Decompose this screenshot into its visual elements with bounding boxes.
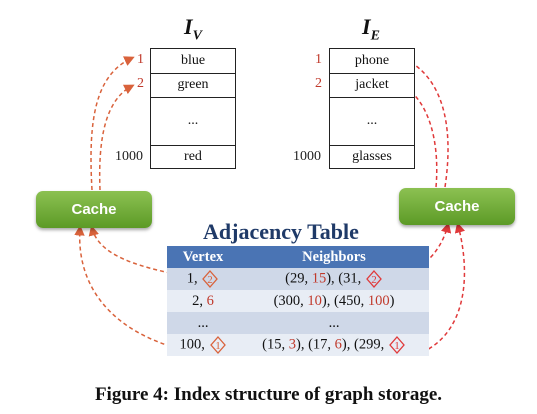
ie-row-1: phone	[330, 49, 414, 74]
neighbors-cell: (29, 15), (31, 2	[239, 268, 429, 290]
header-neighbors: Neighbors	[239, 246, 429, 268]
adjacency-table: Vertex Neighbors 1, 2 (29, 15), (31, 2 2…	[167, 246, 429, 356]
vertex-cell: 100, 1	[167, 334, 239, 356]
vertex-ref-text: 1	[215, 340, 221, 352]
neighbor-ref-text: 1	[394, 340, 400, 352]
adjacency-title: Adjacency Table	[203, 219, 359, 244]
header-vertex: Vertex	[167, 246, 239, 268]
table-row: 2, 6 (300, 10), (450, 100)	[167, 290, 429, 312]
arrow-row4-to-cache-right	[415, 222, 466, 356]
iv-index-box: blue green ... red	[150, 48, 236, 169]
iv-id-1: 1	[137, 52, 144, 67]
diamond-marker-icon: 2	[202, 270, 219, 288]
ie-id-1: 1	[315, 52, 322, 67]
neighbors-cell: ...	[239, 312, 429, 334]
neighbors-cell: (300, 10), (450, 100)	[239, 290, 429, 312]
table-row: 1, 2 (29, 15), (31, 2	[167, 268, 429, 290]
ie-id-1000: 1000	[293, 149, 321, 164]
ie-row-ellipsis: ...	[330, 97, 414, 146]
ie-row-2: jacket	[330, 73, 414, 98]
iv-row-ellipsis: ...	[151, 97, 235, 146]
vertex-cell: 2, 6	[167, 290, 239, 312]
ie-index-box: phone jacket ... glasses	[329, 48, 415, 169]
figure-caption: Figure 4: Index structure of graph stora…	[94, 384, 443, 405]
iv-title: IV	[184, 14, 202, 44]
iv-row-1: blue	[151, 49, 235, 74]
arrow-cache-to-iv-2	[98, 84, 135, 191]
arrow-cache-to-ie-1	[400, 56, 449, 188]
diamond-marker-icon: 1	[388, 336, 405, 354]
iv-row-2: green	[151, 73, 235, 98]
neighbors-cell: (15, 3), (17, 6), (299, 1	[239, 334, 429, 356]
diamond-marker-icon: 2	[366, 270, 382, 288]
table-row: 100, 1 (15, 3), (17, 6), (299, 1	[167, 334, 429, 356]
arrow-cache-to-ie-2	[400, 84, 438, 188]
cache-right-block: Cache	[399, 188, 515, 225]
iv-row-1000: red	[184, 149, 202, 164]
iv-id-2: 2	[137, 76, 144, 91]
table-row: ... ...	[167, 312, 429, 334]
vertex-cell: ...	[167, 312, 239, 334]
vertex-ref-text: 2	[208, 274, 214, 286]
diamond-marker-icon: 1	[209, 336, 226, 354]
iv-id-1000: 1000	[115, 149, 143, 164]
arrow-cache-to-iv-1	[90, 56, 135, 191]
cache-left-block: Cache	[36, 191, 152, 228]
ie-row-1000: glasses	[352, 149, 392, 164]
neighbor-ref-text: 2	[371, 274, 377, 286]
ie-title: IE	[362, 14, 380, 44]
ie-id-2: 2	[315, 76, 322, 91]
vertex-cell: 1, 2	[167, 268, 239, 290]
